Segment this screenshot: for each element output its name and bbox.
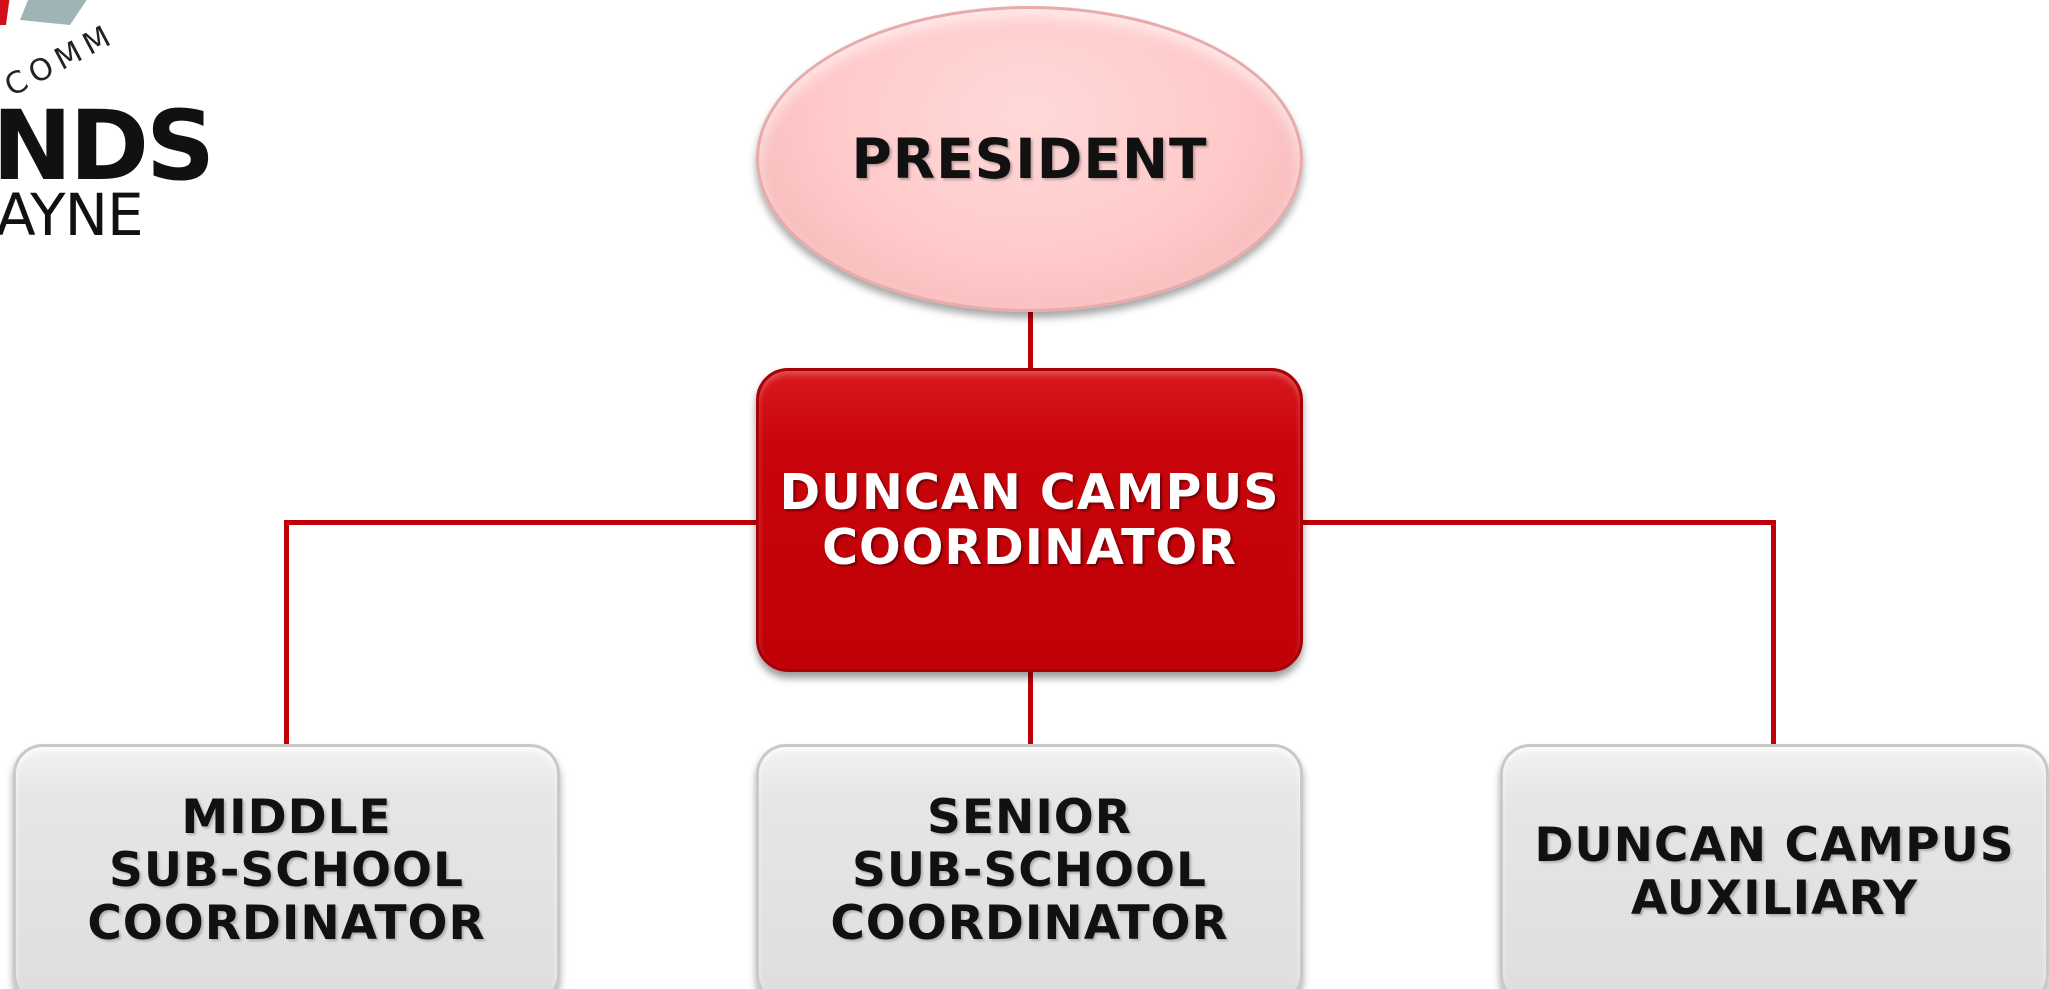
duncan-campus-auxiliary-label: DUNCAN CAMPUS AUXILIARY [1534,818,2015,927]
middle-sub-school-coordinator-label: MIDDLE SUB-SCHOOL COORDINATOR [87,790,486,952]
logo-emblem-icon: COMM [0,0,122,104]
connector-vertical-right [1771,520,1776,746]
connector-vertical-left [284,520,289,746]
middle-sub-school-coordinator-node: MIDDLE SUB-SCHOOL COORDINATOR [13,744,560,989]
duncan-campus-auxiliary-node: DUNCAN CAMPUS AUXILIARY [1500,744,2049,989]
senior-sub-school-coordinator-label: SENIOR SUB-SCHOOL COORDINATOR [830,790,1229,952]
president-label: PRESIDENT [851,126,1208,191]
connector-coordinator-senior [1028,672,1033,746]
connector-horizontal-left [284,520,756,525]
logo: COMM NDS AYNE [0,0,215,260]
president-node: PRESIDENT [756,6,1303,312]
duncan-campus-coordinator-node: DUNCAN CAMPUS COORDINATOR [756,368,1303,672]
logo-subtext: AYNE [0,181,144,249]
logo-wordmark: NDS [0,90,215,202]
connector-president-coordinator [1028,312,1033,370]
duncan-campus-coordinator-label: DUNCAN CAMPUS COORDINATOR [779,463,1280,576]
connector-horizontal-right [1303,520,1775,525]
senior-sub-school-coordinator-node: SENIOR SUB-SCHOOL COORDINATOR [756,744,1303,989]
